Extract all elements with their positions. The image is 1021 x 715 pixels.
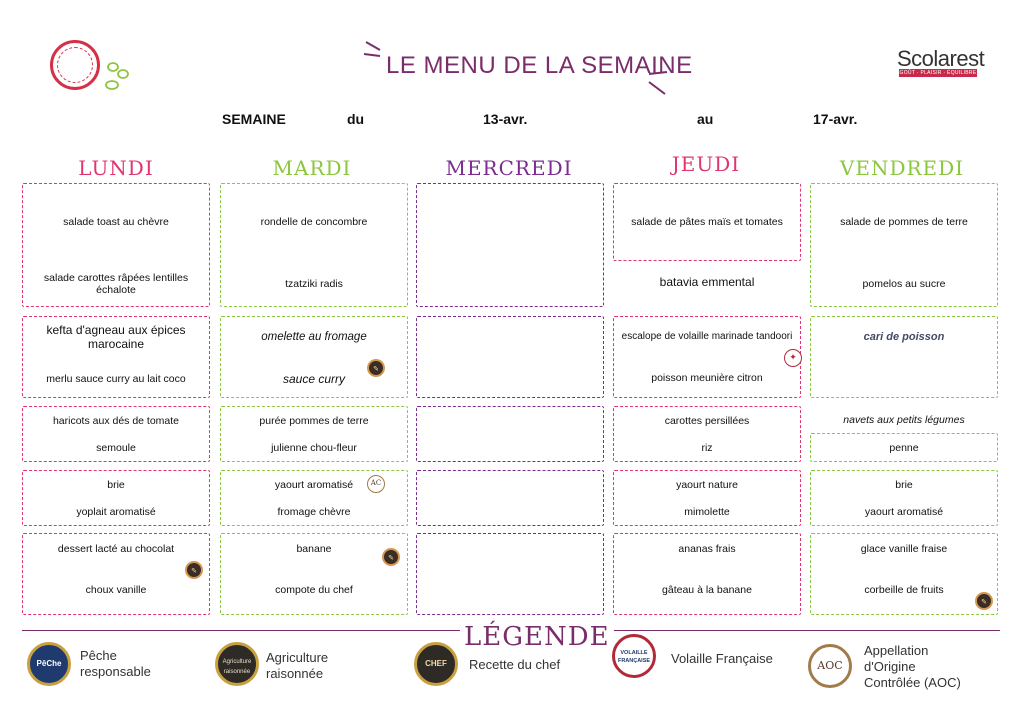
menu-item: glace vanille fraise	[860, 543, 948, 555]
menu-item: salade toast au chèvre	[63, 216, 169, 228]
menu-item: salade carottes râpées lentilles échalot…	[43, 272, 189, 296]
menu-item: yaourt aromatisé	[864, 506, 944, 518]
leaf-dots-icon	[105, 62, 129, 90]
week-to-date: 17-avr.	[813, 111, 858, 127]
brand-tagline: GOÛT · PLAISIR · ÉQUILIBRE	[899, 69, 977, 77]
menu-item: omelette au fromage	[261, 331, 367, 343]
menu-item: penne	[889, 442, 919, 454]
menu-cell-vendredi-side: penne	[810, 433, 998, 462]
menu-item: pomelos au sucre	[862, 278, 946, 290]
day-header-mardi: MARDI	[272, 156, 352, 180]
menu-item: yoplait aromatisé	[76, 506, 156, 518]
menu-item: yaourt aromatisé	[274, 479, 354, 491]
menu-item: haricots aux dés de tomate	[52, 415, 180, 427]
menu-cell-lundi-starter: salade toast au chèvre salade carottes r…	[22, 183, 210, 307]
menu-cell-lundi-dairy: brie yoplait aromatisé	[22, 470, 210, 526]
menu-cell-jeudi-dessert: ananas frais gâteau à la banane	[613, 533, 801, 615]
menu-item: yaourt nature	[676, 479, 738, 491]
menu-cell-mercredi-side	[416, 406, 604, 462]
menu-cell-lundi-dessert: dessert lacté au chocolat choux vanille …	[22, 533, 210, 615]
menu-cell-vendredi-dessert: glace vanille fraise corbeille de fruits…	[810, 533, 998, 615]
menu-cell-lundi-side: haricots aux dés de tomate semoule	[22, 406, 210, 462]
recette-du-chef-icon: ✎	[367, 359, 385, 377]
menu-cell-vendredi-starter: salade de pommes de terre pomelos au suc…	[810, 183, 998, 307]
menu-item: mimolette	[684, 506, 730, 518]
menu-item: cari de poisson	[863, 331, 945, 343]
recette-du-chef-icon: ✎	[975, 592, 993, 610]
menu-item: gâteau à la banane	[662, 584, 752, 596]
day-header-vendredi: VENDREDI	[839, 156, 965, 180]
aoc-icon: AOC	[808, 644, 852, 688]
menu-item: kefta d'agneau aux épices marocaine	[46, 323, 186, 351]
menu-item: salade de pommes de terre	[840, 216, 968, 228]
brand-logo: Scolarest	[897, 46, 985, 71]
legend-title: LÉGENDE	[460, 622, 614, 652]
menu-item: choux vanille	[85, 584, 147, 596]
menu-item: dessert lacté au chocolat	[57, 543, 175, 555]
day-header-mercredi: MERCREDI	[445, 156, 573, 180]
menu-item: semoule	[96, 442, 136, 454]
peche-responsable-icon: PêChe	[27, 642, 71, 686]
recette-du-chef-icon: ✎	[382, 548, 400, 566]
menu-cell-mercredi-starter	[416, 183, 604, 307]
menu-cell-mercredi-main	[416, 316, 604, 398]
menu-cell-mardi-starter: rondelle de concombre tzatziki radis	[220, 183, 408, 307]
menu-item: banane	[296, 543, 332, 555]
menu-item: merlu sauce curry au lait coco	[46, 373, 186, 385]
menu-cell-vendredi-dairy: brie yaourt aromatisé	[810, 470, 998, 526]
menu-item: fromage chèvre	[277, 506, 351, 518]
menu-item: corbeille de fruits	[864, 584, 944, 596]
week-label: SEMAINE	[222, 111, 286, 127]
menu-item: brie	[895, 479, 913, 491]
stamp-logo	[50, 40, 100, 90]
week-to-label: au	[697, 111, 714, 127]
legend-label-recette: Recette du chef	[469, 657, 561, 672]
menu-cell-mardi-main: omelette au fromage sauce curry ✎	[220, 316, 408, 398]
menu-cell-jeudi-dairy: yaourt nature mimolette	[613, 470, 801, 526]
menu-cell-vendredi-main: cari de poisson	[810, 316, 998, 398]
menu-cell-mercredi-dairy	[416, 470, 604, 526]
volaille-francaise-icon: VOLAILLE FRANÇAISE	[612, 634, 656, 678]
volaille-francaise-icon: ✦	[784, 349, 802, 367]
title-burst-right-icon	[648, 71, 668, 95]
week-from-date: 13-avr.	[483, 111, 528, 127]
menu-item: ananas frais	[678, 543, 736, 555]
menu-item: rondelle de concombre	[260, 216, 368, 228]
menu-item: salade de pâtes maïs et tomates	[631, 216, 783, 228]
menu-item: navets aux petits légumes	[843, 414, 965, 426]
agriculture-raisonnee-icon: Agriculture raisonnée	[215, 642, 259, 686]
menu-item: brie	[107, 479, 125, 491]
menu-item: tzatziki radis	[285, 278, 343, 290]
menu-cell-jeudi-side: carottes persillées riz	[613, 406, 801, 462]
menu-cell-lundi-main: kefta d'agneau aux épices marocaine merl…	[22, 316, 210, 398]
day-header-lundi: LUNDI	[78, 156, 154, 180]
title-burst-left-icon	[363, 41, 381, 57]
page-title: LE MENU DE LA SEMAINE	[386, 52, 693, 79]
menu-item: julienne chou-fleur	[271, 442, 357, 454]
menu-item: riz	[701, 442, 713, 454]
menu-cell-mardi-dairy: yaourt aromatisé fromage chèvre AC	[220, 470, 408, 526]
menu-cell-mardi-side: purée pommes de terre julienne chou-fleu…	[220, 406, 408, 462]
menu-item: batavia emmental	[659, 275, 755, 289]
stamp-logo-inner	[57, 47, 93, 83]
recette-du-chef-icon: ✎	[185, 561, 203, 579]
aoc-icon: AC	[367, 475, 385, 493]
menu-item: poisson meunière citron	[651, 372, 763, 384]
menu-cell-mardi-dessert: banane compote du chef ✎	[220, 533, 408, 615]
menu-item: compote du chef	[275, 584, 353, 596]
menu-cell-jeudi-starter: salade de pâtes maïs et tomates	[613, 183, 801, 261]
menu-item: escalope de volaille marinade tandoori	[621, 331, 793, 342]
menu-cell-jeudi-main: escalope de volaille marinade tandoori p…	[613, 316, 802, 398]
recette-du-chef-icon: CHEF	[414, 642, 458, 686]
menu-cell-mercredi-dessert	[416, 533, 604, 615]
legend-label-volaille: Volaille Française	[671, 651, 773, 666]
menu-item: sauce curry	[282, 372, 346, 386]
menu-item: carottes persillées	[664, 415, 750, 427]
week-from-label: du	[347, 111, 365, 127]
menu-item: purée pommes de terre	[259, 415, 369, 427]
day-header-jeudi: JEUDI	[671, 152, 741, 176]
